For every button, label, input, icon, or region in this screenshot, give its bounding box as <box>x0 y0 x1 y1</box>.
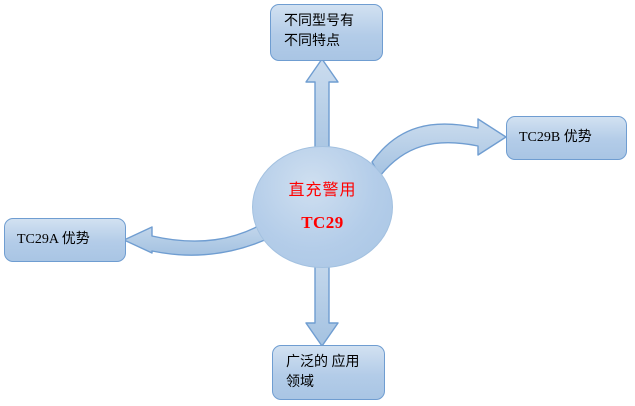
center-subtitle: TC29 <box>301 212 344 232</box>
arrow-right-icon <box>371 118 507 177</box>
node-left-label: TC29A 优势 <box>17 232 90 247</box>
node-bottom-label-line2: 领域 <box>286 375 314 390</box>
node-top-label-line2: 不同特点 <box>284 34 340 49</box>
node-right-label: TC29B 优势 <box>519 130 592 145</box>
node-bottom-label-line1: 广泛的 应用 <box>286 355 360 370</box>
center-title: 直充警用 <box>288 181 357 199</box>
arrow-left-icon <box>123 217 279 256</box>
node-tc29b-advantage: TC29B 优势 <box>506 116 627 160</box>
node-top-label-line1: 不同型号有 <box>284 14 354 29</box>
node-tc29a-advantage: TC29A 优势 <box>4 218 126 262</box>
center-node-tc29: 直充警用 TC29 <box>252 146 393 268</box>
node-top-models: 不同型号有 不同特点 <box>270 4 383 61</box>
node-application-fields: 广泛的 应用 领域 <box>272 345 385 400</box>
